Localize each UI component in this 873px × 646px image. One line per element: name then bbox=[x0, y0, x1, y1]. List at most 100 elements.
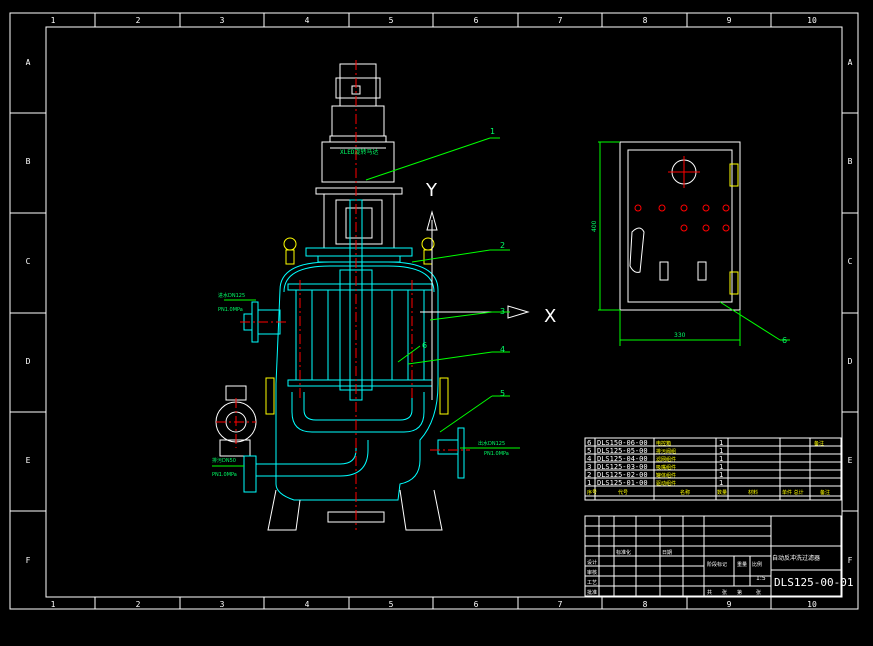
centerlines bbox=[216, 60, 470, 530]
bom-row: 2 DLS125-02-00 罐体组件 1 bbox=[587, 471, 723, 479]
motor-label: XLED旋转马达 bbox=[340, 148, 378, 156]
svg-text:6: 6 bbox=[474, 16, 479, 25]
drawing-number: DLS125-00-01 bbox=[774, 576, 853, 589]
suction-pipe bbox=[291, 392, 425, 433]
svg-text:驱动组件: 驱动组件 bbox=[656, 480, 676, 487]
svg-text:C: C bbox=[26, 257, 31, 266]
svg-text:2: 2 bbox=[587, 471, 591, 479]
svg-text:7: 7 bbox=[558, 600, 563, 609]
filter-vessel: XLED旋转马达 bbox=[215, 60, 530, 531]
svg-text:4: 4 bbox=[305, 16, 310, 25]
svg-text:1: 1 bbox=[51, 16, 56, 25]
svg-text:审核: 审核 bbox=[587, 569, 597, 576]
svg-text:备注: 备注 bbox=[814, 440, 824, 447]
svg-text:备注: 备注 bbox=[820, 489, 830, 496]
svg-text:标准化: 标准化 bbox=[616, 549, 631, 556]
row-labels: A B C D E F A B C D E F bbox=[26, 58, 853, 565]
svg-text:材料: 材料 bbox=[748, 489, 758, 496]
svg-text:1: 1 bbox=[719, 479, 723, 487]
svg-text:D: D bbox=[848, 357, 853, 366]
bom-rows: 6 DLS150-06-00 电控箱 1 备注 5 DLS125-05-00 排… bbox=[587, 439, 830, 496]
svg-text:7: 7 bbox=[558, 16, 563, 25]
svg-text:张: 张 bbox=[722, 589, 727, 596]
svg-text:E: E bbox=[26, 456, 31, 465]
bom-row: 6 DLS150-06-00 电控箱 1 备注 bbox=[587, 439, 824, 447]
vessel-shell bbox=[275, 261, 439, 501]
callout-5: 5 bbox=[500, 389, 505, 398]
inner-frame bbox=[45, 26, 843, 598]
callout-4: 4 bbox=[500, 345, 505, 354]
svg-text:数量: 数量 bbox=[717, 489, 727, 496]
svg-text:张: 张 bbox=[756, 589, 761, 596]
inlet-note: 进水DN125 PN1.0MPa bbox=[218, 292, 245, 313]
svg-text:滤网组件: 滤网组件 bbox=[656, 456, 676, 463]
svg-text:3: 3 bbox=[587, 463, 591, 471]
indicator-lamps bbox=[634, 204, 730, 232]
leader-lines bbox=[212, 137, 520, 467]
bom-row: 5 DLS125-05-00 排污阀组 1 bbox=[587, 447, 723, 455]
svg-text:A: A bbox=[848, 58, 853, 67]
svg-text:第: 第 bbox=[737, 589, 742, 596]
svg-text:代号: 代号 bbox=[618, 489, 628, 496]
panel-height-dim: 400 bbox=[591, 220, 598, 232]
svg-text:DLS125-04-00: DLS125-04-00 bbox=[597, 455, 648, 463]
x-axis-label: X bbox=[544, 306, 556, 327]
svg-text:3: 3 bbox=[220, 16, 225, 25]
bom-table bbox=[584, 437, 842, 501]
svg-text:9: 9 bbox=[727, 600, 732, 609]
title-block bbox=[584, 515, 842, 597]
bom-header: 序号 代号 名称 数量 材料 单件 总计 备注 bbox=[587, 489, 830, 496]
callout-numbers: 1 2 3 4 5 6 bbox=[422, 127, 505, 398]
svg-text:1: 1 bbox=[587, 479, 591, 487]
svg-text:PN1.0MPa: PN1.0MPa bbox=[212, 472, 237, 478]
svg-text:D: D bbox=[26, 357, 31, 366]
svg-text:1: 1 bbox=[719, 471, 723, 479]
side-flanges bbox=[265, 377, 449, 415]
svg-text:3: 3 bbox=[220, 600, 225, 609]
control-panel bbox=[598, 141, 790, 346]
svg-text:C: C bbox=[848, 257, 853, 266]
svg-text:单件 总计: 单件 总计 bbox=[782, 489, 804, 496]
svg-text:DLS125-05-00: DLS125-05-00 bbox=[597, 447, 648, 455]
svg-text:A: A bbox=[26, 58, 31, 67]
svg-text:6: 6 bbox=[474, 600, 479, 609]
svg-text:日期: 日期 bbox=[662, 550, 672, 556]
lifting-lugs bbox=[283, 237, 435, 265]
svg-text:8: 8 bbox=[643, 16, 648, 25]
bom-row: 1 DLS125-01-00 驱动组件 1 bbox=[587, 479, 723, 487]
svg-text:5: 5 bbox=[389, 600, 394, 609]
callout-6: 6 bbox=[422, 341, 427, 350]
svg-text:DLS125-03-00: DLS125-03-00 bbox=[597, 463, 648, 471]
svg-text:B: B bbox=[848, 157, 853, 166]
svg-text:10: 10 bbox=[807, 600, 817, 609]
svg-text:4: 4 bbox=[587, 455, 592, 463]
svg-text:B: B bbox=[26, 157, 31, 166]
callout-2: 2 bbox=[500, 241, 505, 250]
svg-text:1: 1 bbox=[719, 447, 723, 455]
svg-text:电控箱: 电控箱 bbox=[656, 440, 671, 447]
outer-frame bbox=[9, 12, 859, 610]
svg-text:1: 1 bbox=[719, 455, 723, 463]
outlet-note: 出水DN125 PN1.0MPa bbox=[478, 440, 509, 457]
bom-row: 4 DLS125-04-00 滤网组件 1 bbox=[587, 455, 723, 463]
svg-text:批准: 批准 bbox=[587, 589, 597, 596]
svg-text:名称: 名称 bbox=[680, 489, 690, 496]
svg-text:9: 9 bbox=[727, 16, 732, 25]
panel-width-dim: 330 bbox=[674, 332, 686, 339]
svg-text:进水DN125: 进水DN125 bbox=[218, 292, 245, 299]
svg-text:4: 4 bbox=[305, 600, 310, 609]
svg-text:DLS125-02-00: DLS125-02-00 bbox=[597, 471, 648, 479]
svg-text:出水DN125: 出水DN125 bbox=[478, 440, 505, 447]
svg-text:比例: 比例 bbox=[752, 561, 762, 568]
motor-bracket bbox=[315, 187, 403, 248]
axis-arrows bbox=[420, 210, 530, 400]
y-axis-label: Y bbox=[425, 180, 438, 201]
svg-text:序号: 序号 bbox=[587, 489, 597, 496]
svg-text:F: F bbox=[26, 556, 31, 565]
svg-text:PN1.0MPa: PN1.0MPa bbox=[218, 307, 243, 313]
column-ticks bbox=[94, 13, 772, 609]
callout-3: 3 bbox=[500, 307, 505, 316]
svg-text:排污阀组: 排污阀组 bbox=[656, 448, 676, 455]
column-labels: 1 2 3 4 5 6 7 8 9 10 1 2 3 4 5 6 7 8 9 1… bbox=[51, 16, 817, 609]
